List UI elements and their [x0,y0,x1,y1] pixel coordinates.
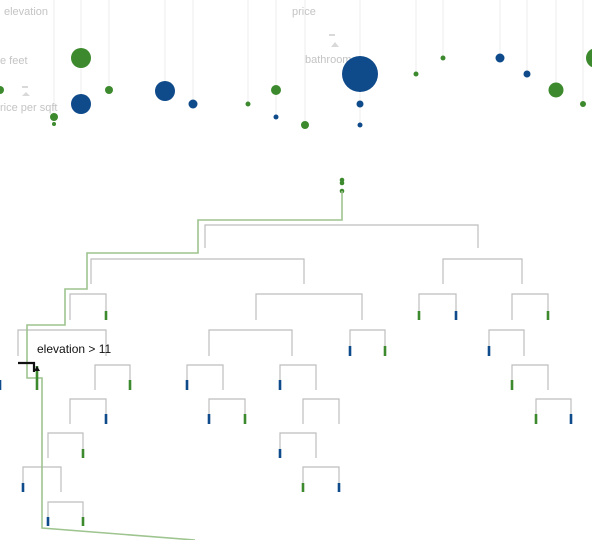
scatter-point [495,53,505,63]
scatter-point [301,121,309,129]
scatter-point [413,71,419,77]
faint-markers [22,34,339,96]
scatter-point [188,99,198,109]
label-price-per-sqft: rice per sqft [0,102,57,114]
guide-lines [53,0,584,125]
tree-leaves [0,311,573,526]
scatter-point [0,86,4,94]
scatter-point [245,101,251,107]
scatter-point [356,100,364,108]
scatter-point [548,82,564,98]
scatter-point [52,122,56,126]
label-elevation: elevation [4,6,48,18]
tree-branches [17,224,572,526]
label-price: price [292,6,316,18]
scatter-point [357,122,363,128]
hovered-split-arrow [34,366,40,371]
label-square-feet: e feet [0,55,28,67]
scatter-point [440,55,446,61]
scatter-point [273,114,279,120]
scatter-point [71,94,91,114]
scatter-points [0,48,592,129]
split-tooltip: elevation > 11 [37,342,111,356]
scatter-point [342,56,378,92]
hovered-split[interactable]: elevation > 11 [18,342,111,390]
scatter-point [271,85,281,95]
scatter-point [586,48,592,68]
scatter-point [523,70,531,78]
decision-path [26,191,343,540]
scatter-point [155,81,175,101]
tree-root[interactable] [339,177,345,194]
hovered-split-bracket [18,361,36,372]
scatter-point [50,113,58,121]
label-bathrooms: bathroom [305,54,351,66]
scatter-point [71,48,91,68]
scatter-point [580,101,586,107]
scatter-point [105,86,113,94]
feature-labels: elevation price e feet bathroom rice per… [0,6,351,114]
